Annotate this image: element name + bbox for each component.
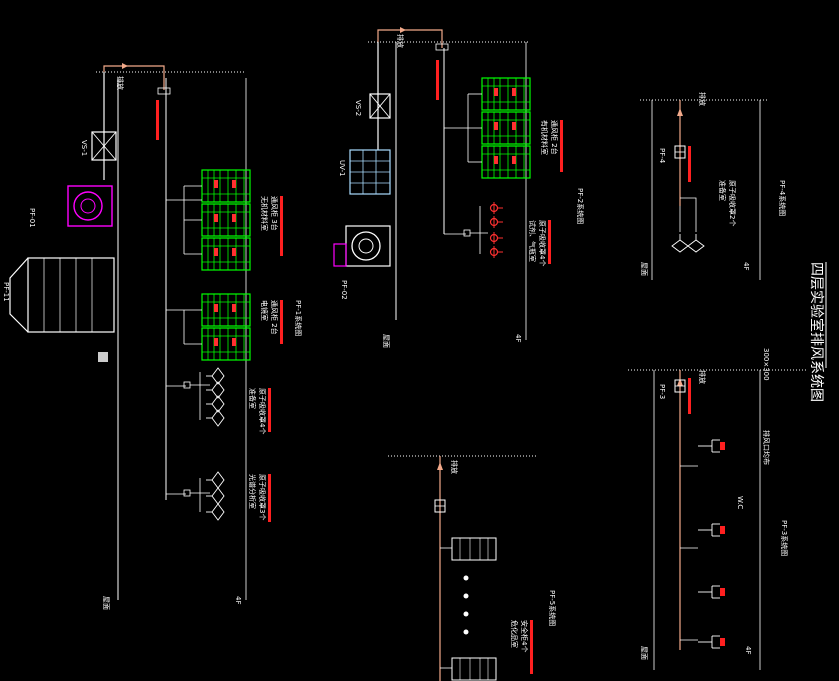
- pf2-system-label: PF-2系统图: [576, 188, 585, 224]
- pf2-floor-label: 4F: [514, 334, 522, 342]
- pf1-header-duct: [103, 65, 165, 90]
- pf4-room2: 原子吸收罩2个: [728, 180, 737, 226]
- pf4-system-label: PF-4系统图: [778, 180, 787, 216]
- pf5-system-label: PF-5系统图: [548, 590, 557, 626]
- pf1-hood-group-2: [166, 293, 251, 361]
- pf1-damper-top: [157, 87, 171, 95]
- pf1-group2-line2: 通风柜 2台: [270, 300, 279, 335]
- pf3-system: 排放 PF-3 W.C 排风口均布 300×300 PF-3系统图 屋面 4F: [628, 348, 808, 670]
- pf2-group2-line2: 原子吸收罩4个: [538, 220, 547, 266]
- pf1-motor: [98, 352, 108, 362]
- pf5-outlet-label: 排放: [450, 460, 459, 474]
- pf1-group3-line2: 原子吸收罩4个: [258, 388, 267, 434]
- pf1-group1-line2: 通风柜 3台: [270, 196, 279, 231]
- pf5-system: 排放 危化品室 安全柜4个 PF-5系统图: [388, 455, 557, 681]
- pf1-roof-label: 屋面: [102, 596, 110, 610]
- pf1-damper-label: VS-1: [80, 140, 88, 156]
- pf4-floor-label: 4F: [742, 262, 750, 270]
- pf1-unit-label: PF-11: [2, 282, 10, 302]
- pf1-group2-line1: 电镜室: [260, 300, 269, 321]
- pf1-system-label: PF-1系统图: [294, 300, 303, 336]
- pf3-system-label: PF-3系统图: [780, 520, 789, 556]
- pf2-outlet-label: 排放: [396, 34, 405, 48]
- pf2-hood-group-1: [444, 77, 531, 179]
- pf3-floor-label: 4F: [744, 646, 752, 654]
- pf1-floor-label: 4F: [234, 596, 242, 604]
- pf1-group1-note: [280, 196, 283, 256]
- pf3-size: 300×300: [762, 348, 770, 381]
- pf4-fan-label: PF-4: [658, 148, 666, 164]
- pf1-damper: [91, 131, 117, 161]
- pf1-unit: [27, 257, 115, 333]
- pf4-system: 排放 PF-4 准备室 原子吸收罩2个 PF-4系统图 屋面 4F: [640, 92, 787, 280]
- pf1-group4-line2: 原子吸收罩3个: [258, 474, 267, 520]
- pf1-hood-group-3: [166, 367, 225, 427]
- pf2-group1-line2: 通风柜 2台: [550, 120, 559, 155]
- pf2-flow-arrow: [400, 27, 406, 33]
- page-title: 四层实验室排风系统图: [808, 262, 825, 402]
- pf1-fan-label: PF-01: [28, 208, 36, 228]
- pf2-group2-line1: 试剂、气瓶室: [528, 220, 537, 262]
- pf2-damper: [369, 93, 391, 119]
- pf3-note: 排风口均布: [762, 430, 771, 465]
- pf2-roof-label: 屋面: [382, 334, 390, 348]
- pf2-hood-group-2: [444, 201, 504, 259]
- pf3-room: W.C: [736, 496, 744, 509]
- pf1-fan-icon: [73, 191, 103, 221]
- pf5-cabinet-1: [451, 537, 497, 561]
- pf5-flow-arrow: [437, 462, 443, 470]
- pf4-outlet-label: 排放: [698, 92, 707, 106]
- pf2-group1-line1: 有机材料室: [540, 120, 549, 155]
- pf3-fan-label: PF-3: [658, 384, 666, 399]
- pf1-hood-group-4: [166, 471, 225, 521]
- pf5-room1: 危化品室: [510, 620, 519, 648]
- pf1-group1-line1: 无机材料室: [260, 196, 269, 231]
- pf2-damper-label: VS-2: [354, 100, 362, 116]
- pf2-fan-icon: [351, 231, 381, 261]
- pf1-fan-housing: [67, 185, 113, 227]
- pf2-filter-label: UV-1: [338, 160, 346, 176]
- pf4-roof-label: 屋面: [640, 262, 648, 276]
- pf1-riser-note: [156, 100, 159, 140]
- pf5-cabinet-2: [451, 657, 497, 681]
- pf2-system: 排放 VS-2 UV-1 PF-02 有机材料室 通风柜 2台: [333, 27, 585, 348]
- pf3-roof-label: 屋面: [640, 646, 648, 660]
- pf5-room2: 安全柜4个: [520, 620, 529, 652]
- pf1-outlet-label: 排放: [116, 76, 125, 90]
- pf1-flow-arrow: [122, 63, 128, 69]
- pf2-fan-label: PF-02: [340, 280, 348, 300]
- pf1-group4-line1: 光谱分析室: [248, 474, 257, 509]
- pf1-hood-group-1: [166, 169, 251, 271]
- pf1-group3-line1: 准备室: [248, 388, 257, 409]
- pf4-room1: 准备室: [718, 180, 727, 201]
- pf1-system: 排放 VS-1 PF-01 PF-11 无机材料室 通风柜: [2, 63, 303, 610]
- pf2-header-duct: [377, 29, 443, 48]
- pf3-outlet-label: 排放: [698, 370, 707, 384]
